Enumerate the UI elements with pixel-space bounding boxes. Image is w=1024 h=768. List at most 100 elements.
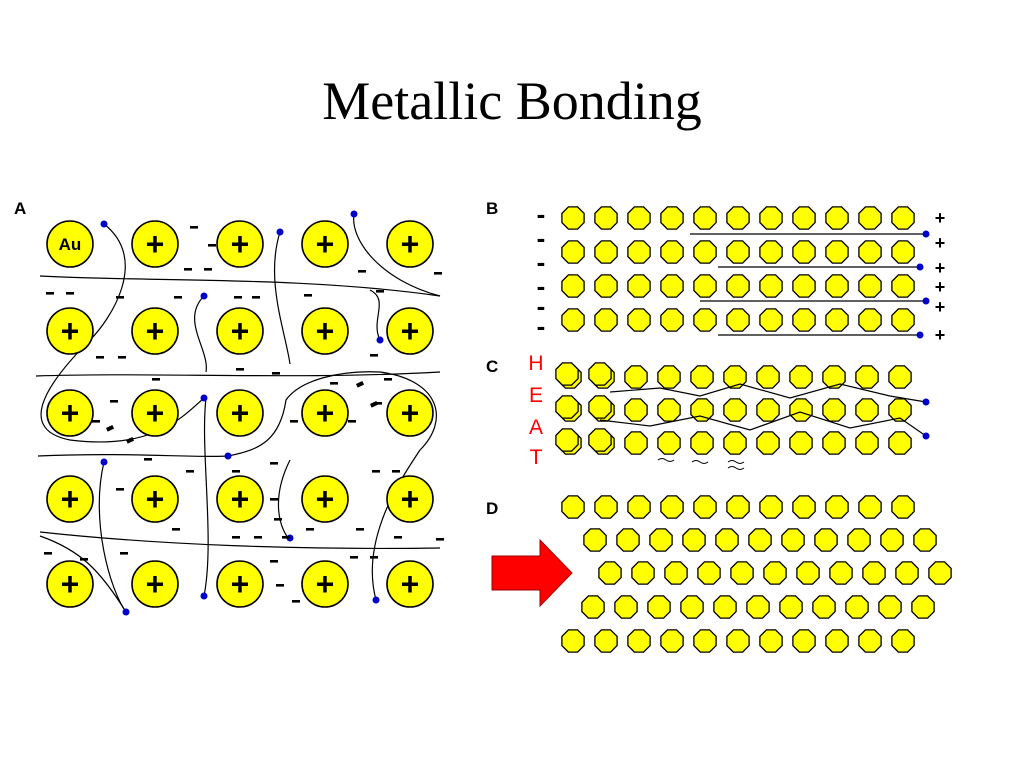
vibration-mark	[727, 466, 745, 470]
negative-charge: -	[537, 247, 546, 277]
metal-atom	[792, 495, 816, 519]
vibration-mark	[657, 458, 675, 462]
plus-sign: +	[401, 566, 420, 602]
metal-atom	[756, 365, 780, 389]
plus-sign: +	[401, 313, 420, 349]
metal-atom	[746, 595, 770, 619]
metal-atom	[693, 629, 717, 653]
metal-atom	[561, 240, 585, 264]
electron-dots	[922, 398, 930, 440]
panel-d-malleability: D	[486, 495, 952, 653]
electron-dash	[356, 528, 364, 531]
electron-dash	[370, 556, 378, 559]
plus-sign: +	[316, 313, 335, 349]
metal-atom	[660, 629, 684, 653]
ion-circle	[46, 220, 94, 268]
metal-atom	[690, 365, 714, 389]
metal-atom	[759, 629, 783, 653]
electron-path	[203, 397, 209, 597]
positive-ion: +	[301, 307, 349, 355]
electron-dot	[922, 398, 930, 406]
electron-dash	[358, 270, 366, 273]
metal-atom	[561, 274, 585, 298]
metal-atom	[657, 431, 681, 455]
electron-dash	[272, 372, 280, 375]
metal-atom	[726, 629, 750, 653]
metal-atom	[891, 274, 915, 298]
metal-atom	[726, 274, 750, 298]
metal-atom	[891, 629, 915, 653]
plus-sign: +	[61, 395, 80, 431]
metal-atom	[693, 240, 717, 264]
electron-dot	[200, 292, 208, 300]
metal-atom	[812, 595, 836, 619]
metal-atom	[660, 240, 684, 264]
plus-sign: +	[146, 313, 165, 349]
electron-dash	[92, 420, 100, 423]
metal-atom	[624, 398, 648, 422]
electron-dot	[224, 452, 232, 460]
electron-dash	[436, 538, 444, 541]
electron-path	[35, 371, 441, 377]
electron-dot	[100, 220, 108, 228]
metal-atom	[555, 428, 579, 452]
positive-ion: +	[216, 475, 264, 523]
positive-ion: +	[386, 220, 434, 268]
ion-circle	[131, 307, 179, 355]
metal-atom	[756, 398, 780, 422]
electron-dot	[922, 230, 930, 238]
electron-dash	[232, 470, 240, 473]
metal-atom	[825, 240, 849, 264]
electron-path	[39, 531, 441, 550]
positive-charge: +	[935, 258, 946, 278]
electron-dash	[290, 420, 298, 423]
electron-dot	[200, 592, 208, 600]
electron-dash	[80, 558, 88, 561]
metal-atom	[858, 308, 882, 332]
electron-dash	[270, 560, 278, 563]
ion-circle	[131, 220, 179, 268]
metal-atom	[759, 274, 783, 298]
metal-atom	[792, 240, 816, 264]
electron-dot	[376, 336, 384, 344]
metal-atom	[814, 528, 838, 552]
metal-atom	[888, 398, 912, 422]
metal-atom	[624, 365, 648, 389]
metal-atom	[789, 431, 813, 455]
positive-ion: +	[131, 220, 179, 268]
metal-atom	[891, 206, 915, 230]
plus-sign: +	[231, 566, 250, 602]
electron-path	[39, 275, 441, 297]
positive-charge: +	[935, 233, 946, 253]
metal-atom	[862, 561, 886, 585]
ion-circle	[216, 560, 264, 608]
ion-circle	[386, 475, 434, 523]
element-label: Au	[59, 235, 82, 254]
positive-ion: +	[301, 560, 349, 608]
electron-dash	[174, 296, 182, 299]
metal-atom	[779, 595, 803, 619]
electron-dot	[922, 297, 930, 305]
metal-atom	[792, 308, 816, 332]
positive-ion: +	[216, 560, 264, 608]
electron-dash	[46, 292, 54, 295]
electron-dash	[348, 420, 356, 423]
electron-dash	[330, 382, 338, 385]
ion-circle	[386, 307, 434, 355]
metal-atom	[649, 528, 673, 552]
electron-dot	[916, 263, 924, 271]
metal-atom	[561, 206, 585, 230]
electron-dot	[100, 458, 108, 466]
metal-atom	[847, 528, 871, 552]
positive-ion: +	[46, 475, 94, 523]
electron-dash	[254, 536, 262, 539]
metal-atom	[781, 528, 805, 552]
ion-circle	[301, 475, 349, 523]
plus-sign: +	[401, 395, 420, 431]
metal-atom	[647, 595, 671, 619]
ion-circle	[301, 389, 349, 437]
ion-circle	[301, 307, 349, 355]
metal-atom	[660, 495, 684, 519]
metal-atom	[616, 528, 640, 552]
